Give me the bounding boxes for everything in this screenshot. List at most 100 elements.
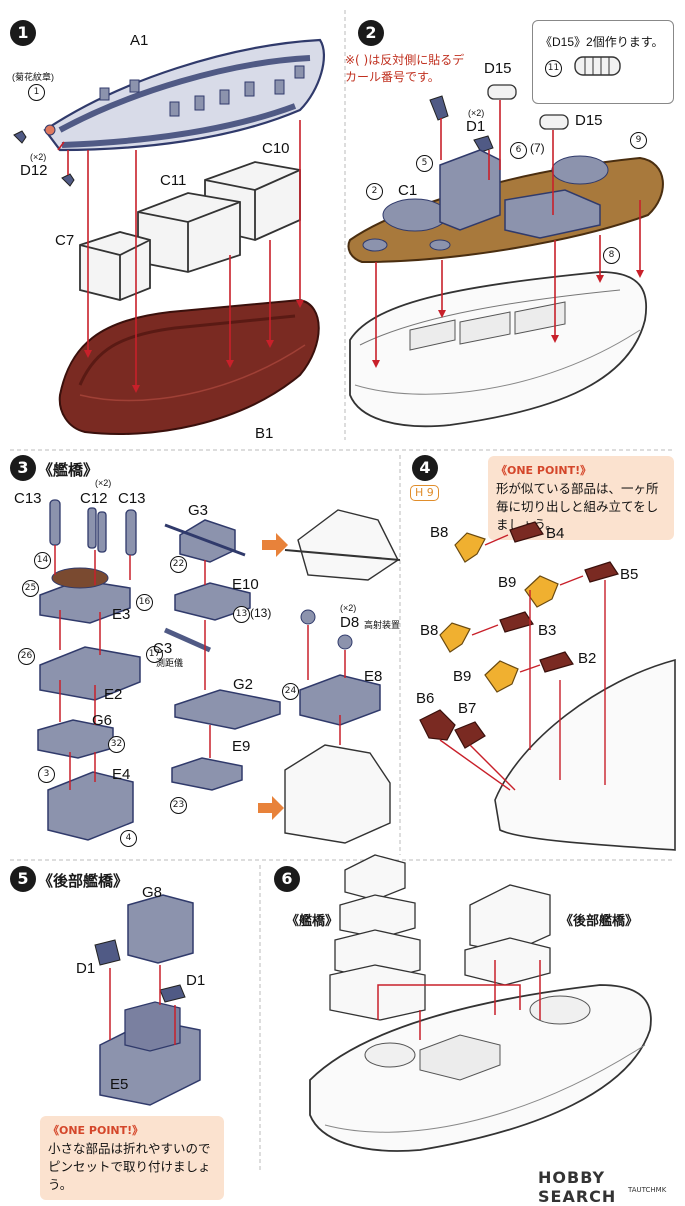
label-b8-upper: B8 xyxy=(430,524,449,541)
label-d1: D1 xyxy=(466,118,486,135)
label-b6: B6 xyxy=(416,690,435,707)
callout-13: 13 xyxy=(233,606,250,623)
part-e2 xyxy=(39,646,141,701)
step-4-onepoint-head: 《ONE POINT!》 xyxy=(496,464,592,477)
label-b2: B2 xyxy=(578,650,597,667)
callout-23: 23 xyxy=(170,797,187,814)
label-g2: G2 xyxy=(233,676,254,693)
callout-32: 32 xyxy=(108,736,125,753)
part-e9 xyxy=(171,757,243,791)
label-b4: B4 xyxy=(546,525,565,542)
label-b5: B5 xyxy=(620,566,639,583)
callout-16: 16 xyxy=(136,594,153,611)
label-d12-count: (×2) xyxy=(30,152,47,162)
deck-c1 xyxy=(347,149,664,264)
label-g3: G3 xyxy=(188,502,209,519)
label-b9-lower: B9 xyxy=(453,668,472,685)
step-4-onepoint-text: 形が似ている部品は、一ヶ所毎に切り出しと組み立てをしましょう。 xyxy=(496,481,659,532)
label-a1: A1 xyxy=(130,32,149,49)
callout-3: 3 xyxy=(38,766,55,783)
label-b3: B3 xyxy=(538,622,557,639)
decal-note: ※( )は反対側に貼るデカール番号です。 xyxy=(345,53,465,84)
assembled-ship xyxy=(309,984,652,1152)
label-b9-upper: B9 xyxy=(498,574,517,591)
callout-4: 4 xyxy=(120,830,137,847)
label-b1: B1 xyxy=(255,425,274,442)
propeller-b9-lower xyxy=(484,660,519,693)
step-5-title: 《後部艦橋》 xyxy=(38,872,129,890)
callout-24: 24 xyxy=(282,683,299,700)
label-c10: C10 xyxy=(262,140,290,157)
label-c13-left: C13 xyxy=(14,490,42,507)
callout-8: 8 xyxy=(603,247,620,264)
label-e4: E4 xyxy=(112,766,131,783)
step-2-number: 2 xyxy=(358,20,384,46)
callout-22: 22 xyxy=(170,556,187,573)
label-e9: E9 xyxy=(232,738,251,755)
label-c11: C11 xyxy=(160,172,187,189)
step-1-number: 1 xyxy=(10,20,36,46)
assembled-bridge xyxy=(329,854,426,1021)
callout-9: 9 xyxy=(630,132,647,149)
label-d1-left: D1 xyxy=(76,960,96,977)
callout-11: 11 xyxy=(545,60,562,77)
label-d15-a: D15 xyxy=(484,60,512,77)
label-d12: D12 xyxy=(20,162,48,179)
hull-white xyxy=(349,271,647,428)
d15-box-title: 《D15》2個作ります。 xyxy=(540,35,664,49)
step-4-number: 4 xyxy=(412,455,438,481)
label-d1-count: (×2) xyxy=(468,108,485,118)
assembled-rear-bridge xyxy=(464,884,551,986)
part-e10 xyxy=(174,582,251,621)
label-d1-right: D1 xyxy=(186,972,206,989)
propeller-b8-upper xyxy=(454,532,486,563)
propeller-b9-upper xyxy=(524,575,559,608)
callout-7: (7) xyxy=(530,141,545,155)
step-4-tag: H 9 xyxy=(410,485,439,501)
label-e8: E8 xyxy=(364,668,383,685)
part-d15-box xyxy=(574,56,621,76)
step-6-rear-bridge-label: 《後部艦橋》 xyxy=(560,914,639,929)
label-e3: E3 xyxy=(112,606,131,623)
step-3-number: 3 xyxy=(10,455,36,481)
propeller-b8-lower xyxy=(439,622,471,653)
label-g6: G6 xyxy=(92,712,113,729)
label-c12: C12 xyxy=(80,490,108,507)
deck-frame-a1 xyxy=(43,38,325,152)
label-b7: B7 xyxy=(458,700,477,717)
label-e2: E2 xyxy=(104,686,123,703)
step-3-title: 《艦橋》 xyxy=(38,461,99,479)
label-c7: C7 xyxy=(55,232,75,249)
callout-2: 2 xyxy=(366,183,383,200)
label-b8-lower: B8 xyxy=(420,622,439,639)
callout-5: 5 xyxy=(416,155,433,172)
label-c12-count: (×2) xyxy=(95,478,112,488)
callout-6: 6 xyxy=(510,142,527,159)
hull-stern xyxy=(494,658,676,851)
callout-13-paren: (13) xyxy=(250,606,272,620)
callout-26: 26 xyxy=(18,648,35,665)
part-g8 xyxy=(127,894,194,964)
callout-1: 1 xyxy=(28,84,45,101)
label-d15-b: D15 xyxy=(575,112,603,129)
step-5-number: 5 xyxy=(10,866,36,892)
label-e10: E10 xyxy=(232,576,259,593)
label-c3: C3 xyxy=(153,640,173,657)
callout-17: 17 xyxy=(146,646,163,663)
part-e8 xyxy=(299,674,381,726)
step-5-onepoint-text: 小さな部品は折れやすいのでピンセットで取り付けましょう。 xyxy=(48,1141,211,1192)
label-c13-right: C13 xyxy=(118,490,146,507)
step-6-number: 6 xyxy=(274,866,300,892)
footer-sub: TAUTCHMK xyxy=(628,1186,667,1194)
step-6-bridge-label: 《艦橋》 xyxy=(286,914,339,929)
callout-25: 25 xyxy=(22,580,39,597)
part-c7 xyxy=(79,231,151,301)
hull-b1 xyxy=(58,298,320,435)
label-g8: G8 xyxy=(142,884,163,901)
